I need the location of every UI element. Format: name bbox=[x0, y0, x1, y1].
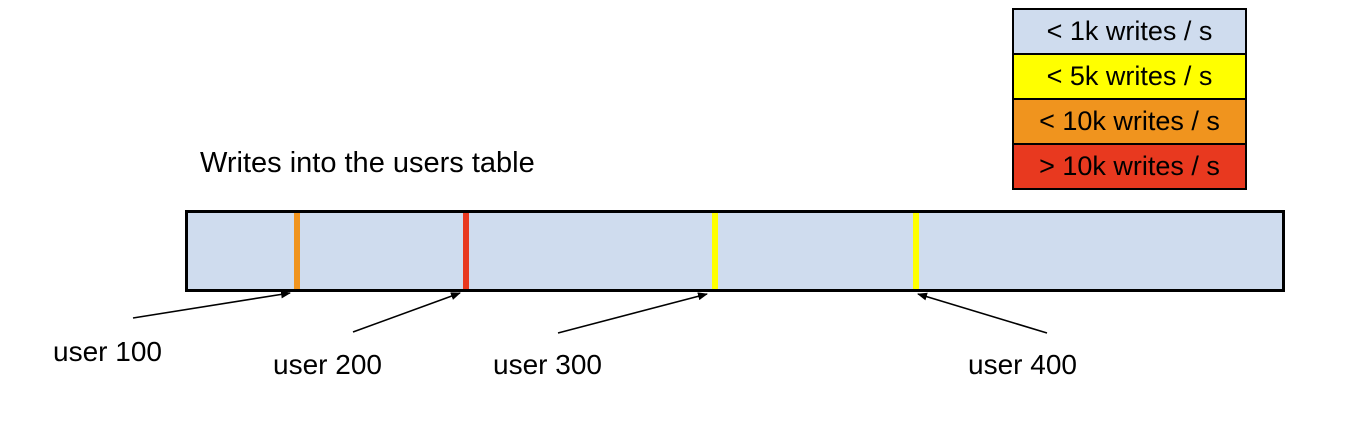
legend-item-1: < 1k writes / s bbox=[1012, 8, 1247, 55]
legend-item-4: > 10k writes / s bbox=[1012, 143, 1247, 190]
user-200-marker bbox=[463, 213, 469, 289]
label-user-200: user 200 bbox=[273, 349, 382, 380]
label-user-300: user 300 bbox=[493, 349, 602, 380]
arrow-user-200 bbox=[352, 292, 461, 333]
arrow-user-100 bbox=[132, 290, 291, 319]
legend-item-3: < 10k writes / s bbox=[1012, 98, 1247, 145]
user-300-marker bbox=[712, 213, 718, 289]
user-100-marker bbox=[294, 213, 300, 289]
legend-item-2: < 5k writes / s bbox=[1012, 53, 1247, 100]
legend: < 1k writes / s< 5k writes / s< 10k writ… bbox=[1012, 8, 1247, 190]
users-table-bar bbox=[185, 210, 1285, 292]
label-user-100: user 100 bbox=[53, 336, 162, 367]
user-400-marker bbox=[913, 213, 919, 289]
diagram-title: Writes into the users table bbox=[200, 147, 535, 179]
arrow-user-300 bbox=[557, 292, 708, 334]
label-user-400: user 400 bbox=[968, 349, 1077, 380]
arrow-user-400 bbox=[917, 292, 1048, 334]
